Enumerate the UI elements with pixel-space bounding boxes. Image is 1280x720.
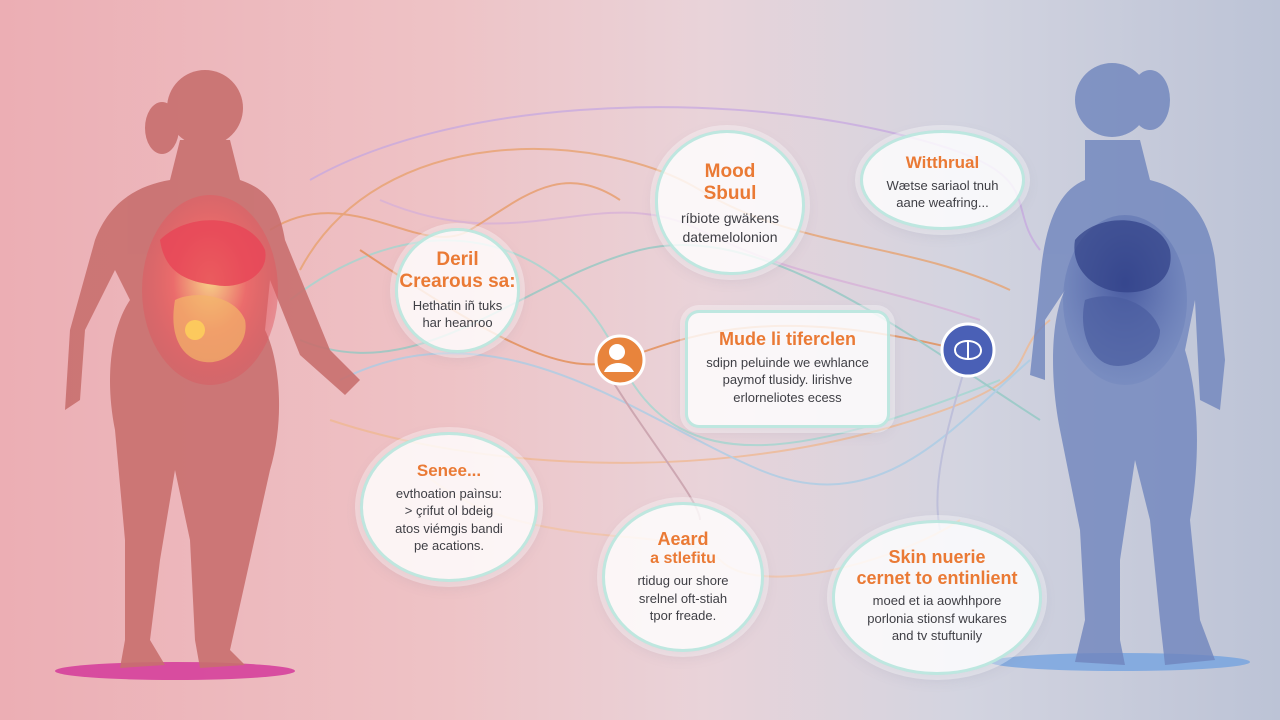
senee-text-1: evthoation paìnsu: (395, 485, 503, 501)
withdrawal-title: Witthrual (905, 153, 980, 172)
mood-title-1: Mood (704, 161, 756, 182)
withdrawal-text-1: Wætse sariaol tnuh (886, 177, 999, 193)
deril-title-2: Crearous sa: (399, 270, 516, 292)
mude-text-3: erlorneliotes ecess (733, 389, 842, 405)
mood-text-2: datemelolonion (682, 228, 778, 245)
skin-title-2: cernet to entinlient (856, 567, 1018, 588)
skin-title-1: Skin nuerie (888, 547, 986, 567)
person-head-node-icon (594, 334, 646, 386)
senee-text-3: atos viémgis bandi (395, 520, 503, 536)
senee-bubble: Senee... evthoation paìnsu: > çrifut ol … (360, 432, 538, 582)
senee-title: Senee... (416, 461, 482, 480)
skin-bubble: Skin nuerie cernet to entinlient moed et… (832, 520, 1042, 675)
skin-text-1: moed et ia aowhhpore (872, 593, 1002, 609)
left-figure (55, 70, 360, 680)
brain-node-icon (940, 322, 996, 378)
right-figure (990, 63, 1250, 671)
mude-text-2: paymof tlusidy. lirishve (722, 372, 853, 388)
aeard-bubble: Aeard a stlefitu rtidug our shore srelne… (602, 502, 764, 652)
skin-text-3: and tv stuftunily (891, 628, 983, 644)
aeard-title-1: Aeard (657, 529, 709, 549)
skin-text-2: porlonia stionsf wukares (867, 610, 1007, 626)
aeard-text-2: srelnel oft-stiah (638, 590, 728, 606)
deril-bubble: Deril Crearous sa: Hethatin iñ tuks har … (395, 228, 520, 353)
aeard-title-2: a stlefitu (650, 549, 716, 567)
senee-text-4: pe acations. (413, 538, 485, 554)
mude-bubble: Mude li tiferclen sdipn peluinde we ewhl… (685, 310, 890, 428)
mude-text-1: sdipn peluinde we ewhlance (706, 354, 869, 370)
aeard-text-1: rtidug our shore (637, 573, 729, 589)
deril-text-1: Hethatin iñ tuks (412, 297, 503, 313)
deril-title-1: Deril (436, 249, 479, 270)
mood-bubble: Mood Sbuul ríbiote gwäkens datemelolonio… (655, 130, 805, 275)
mude-title: Mude li tiferclen (718, 329, 857, 349)
mood-text-1: ríbiote gwäkens (680, 209, 780, 226)
senee-text-2: > çrifut ol bdeig (404, 503, 494, 519)
aeard-text-3: tpor freade. (649, 608, 717, 624)
withdrawal-bubble: Witthrual Wætse sariaol tnuh aane weafri… (860, 130, 1025, 230)
mood-title-2: Sbuul (703, 182, 757, 204)
deril-text-2: har heanroo (422, 315, 493, 331)
withdrawal-text-2: aane weafring... (896, 195, 989, 211)
